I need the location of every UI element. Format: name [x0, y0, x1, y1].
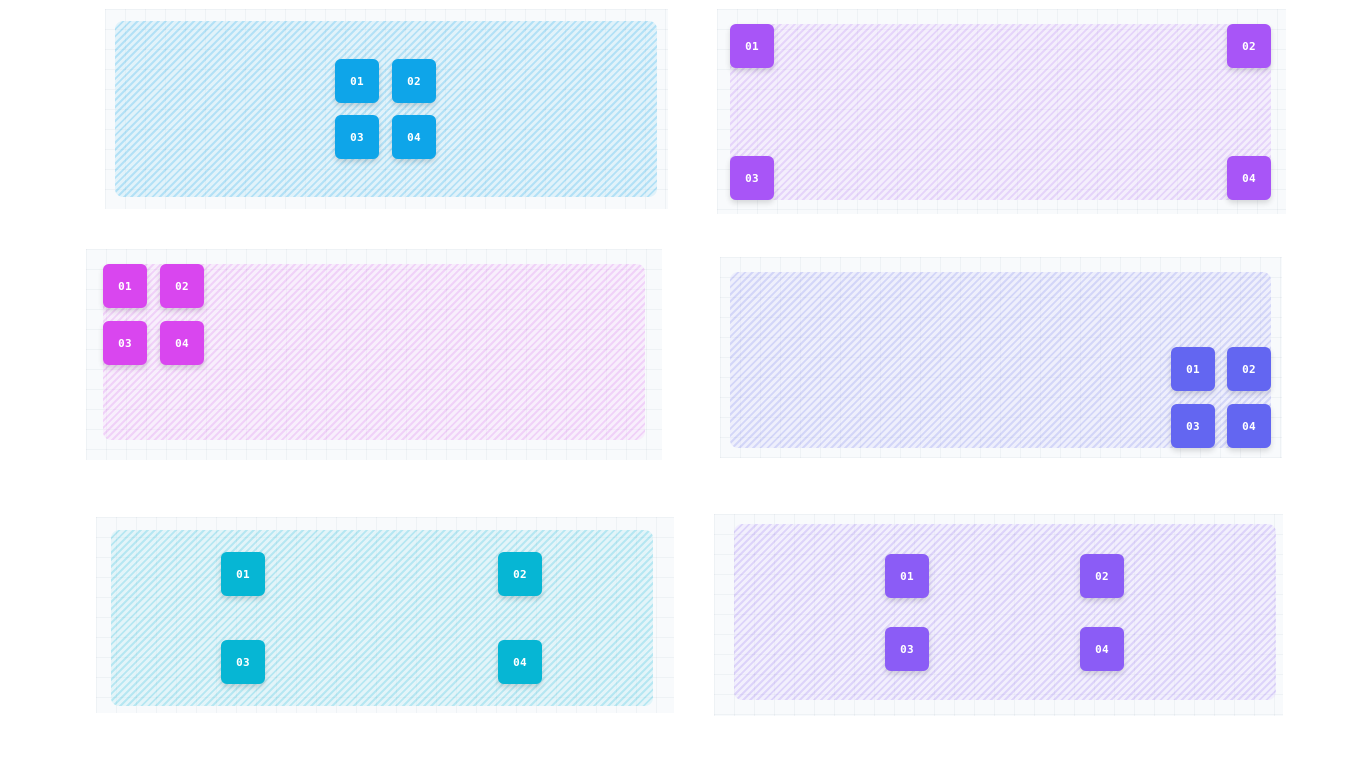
grid-item-01: 01 — [103, 264, 147, 308]
grid-container-1: 01 02 03 04 — [115, 21, 657, 197]
grid-item-01: 01 — [730, 24, 774, 68]
grid-item-04: 04 — [392, 115, 436, 159]
grid-item-03: 03 — [335, 115, 379, 159]
demo-panel-1: 01 02 03 04 — [105, 9, 668, 209]
grid-item-03: 03 — [103, 321, 147, 365]
grid-item-01: 01 — [221, 552, 265, 596]
demo-panel-2: 01 02 03 04 — [717, 9, 1286, 214]
grid-item-04: 04 — [1227, 404, 1271, 448]
grid-item-04: 04 — [1227, 156, 1271, 200]
grid-item-04: 04 — [498, 640, 542, 684]
grid-item-02: 02 — [498, 552, 542, 596]
grid-container-4: 01 02 03 04 — [730, 272, 1271, 448]
demo-panel-3: 01 02 03 04 — [86, 249, 662, 460]
grid-item-04: 04 — [1080, 627, 1124, 671]
grid-item-03: 03 — [885, 627, 929, 671]
grid-item-03: 03 — [1171, 404, 1215, 448]
grid-item-02: 02 — [1227, 347, 1271, 391]
grid-container-5: 01 02 03 04 — [111, 530, 653, 706]
grid-item-01: 01 — [885, 554, 929, 598]
grid-container-3: 01 02 03 04 — [103, 264, 645, 440]
grid-item-01: 01 — [1171, 347, 1215, 391]
grid-item-03: 03 — [221, 640, 265, 684]
grid-item-02: 02 — [1080, 554, 1124, 598]
grid-item-03: 03 — [730, 156, 774, 200]
grid-item-04: 04 — [160, 321, 204, 365]
grid-item-02: 02 — [160, 264, 204, 308]
grid-item-01: 01 — [335, 59, 379, 103]
demo-panel-4: 01 02 03 04 — [720, 257, 1282, 458]
demo-panel-5: 01 02 03 04 — [96, 517, 674, 713]
grid-container-2: 01 02 03 04 — [730, 24, 1271, 200]
grid-container-6: 01 02 03 04 — [734, 524, 1276, 700]
grid-item-02: 02 — [392, 59, 436, 103]
demo-panel-6: 01 02 03 04 — [714, 514, 1283, 716]
grid-item-02: 02 — [1227, 24, 1271, 68]
